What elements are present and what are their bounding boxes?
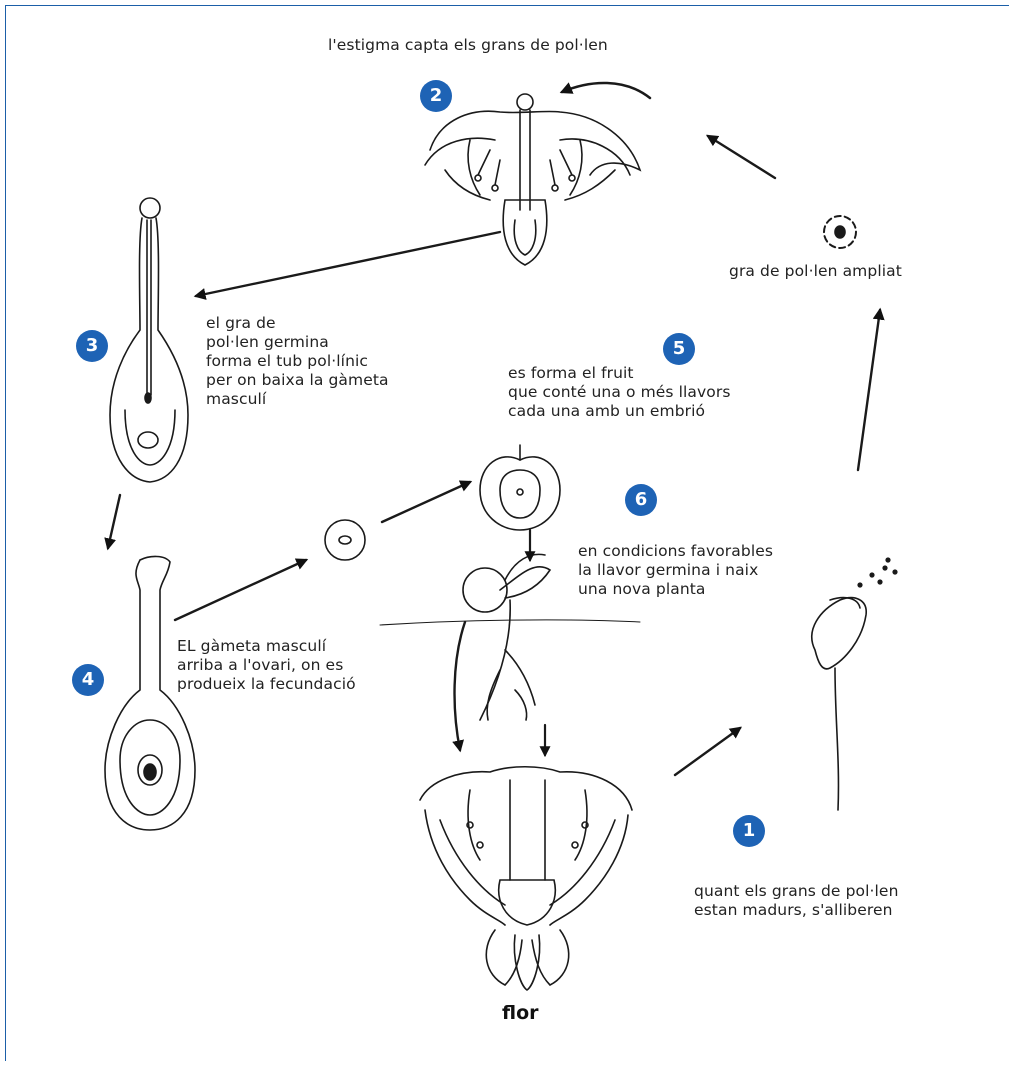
top-flower-drawing: [425, 94, 640, 265]
step-2-badge: 2: [420, 80, 452, 112]
step-2-caption: l'estigma capta els grans de pol·len: [328, 36, 608, 55]
flower-label: flor: [502, 1002, 539, 1024]
ovule-drawing: [325, 520, 365, 560]
fruit-drawing: [480, 445, 560, 530]
step-1-caption: quant els grans de pol·len estan madurs,…: [694, 882, 899, 920]
step-4-caption: EL gàmeta masculí arriba a l'ovari, on e…: [177, 637, 356, 694]
step-3-badge: 3: [76, 330, 108, 362]
pollen-grain-drawing: [824, 216, 856, 248]
anther-drawing: [812, 558, 897, 810]
bottom-flower-drawing: [420, 767, 632, 990]
step-1-badge: 1: [733, 815, 765, 847]
step-6-caption: en condicions favorables la llavor germi…: [578, 542, 773, 599]
pistil-pollen-tube-drawing: [110, 198, 188, 482]
step-5-badge: 5: [663, 333, 695, 365]
step-6-badge: 6: [625, 484, 657, 516]
step-5-caption: es forma el fruit que conté una o més ll…: [508, 364, 731, 421]
step-3-caption: el gra de pol·len germina forma el tub p…: [206, 314, 389, 409]
step-4-badge: 4: [72, 664, 104, 696]
pollen-grain-label: gra de pol·len ampliat: [729, 262, 902, 281]
